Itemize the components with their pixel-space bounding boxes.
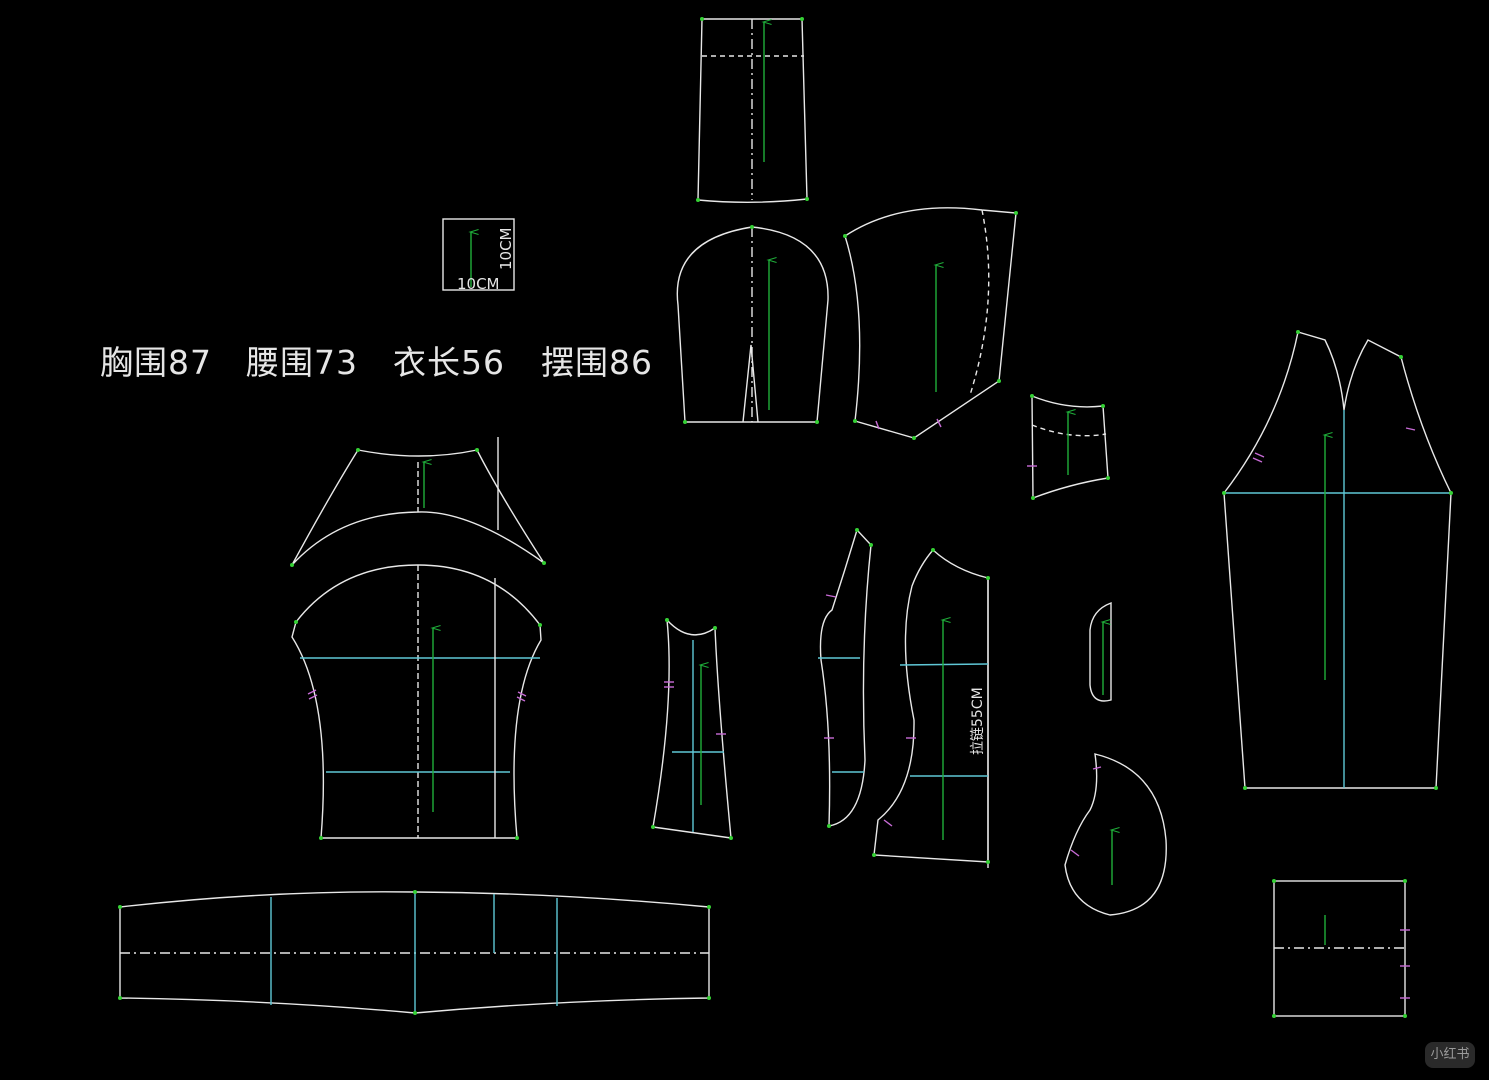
piece-waistband xyxy=(119,891,710,1014)
piece-sleeve-cuff xyxy=(697,18,808,203)
watermark-logo: 小红书 xyxy=(1425,1042,1475,1068)
measurement-hem: 摆围86 xyxy=(541,343,653,382)
piece-sleeve-long xyxy=(1223,331,1452,789)
piece-cuff-rect xyxy=(1273,880,1406,1017)
scale-width-label: 10CM xyxy=(457,275,500,293)
scale-box xyxy=(442,218,515,291)
piece-collar-stand xyxy=(1031,394,1109,500)
piece-yoke xyxy=(291,437,545,566)
piece-pocket-flap xyxy=(1089,601,1112,702)
measurement-waist: 腰围73 xyxy=(246,343,358,382)
piece-front-zipper xyxy=(873,548,989,868)
pattern-notches xyxy=(307,418,1416,999)
zipper-label: 拉链55CM xyxy=(970,687,986,755)
piece-back-body xyxy=(291,564,542,839)
measurement-length: 衣长56 xyxy=(393,343,505,382)
scale-height-label: 10CM xyxy=(497,227,515,270)
piece-pocket-bag xyxy=(1064,753,1167,916)
measurement-bust: 胸围87 xyxy=(100,343,212,382)
piece-front-center xyxy=(676,226,829,423)
pattern-points xyxy=(118,17,1453,1018)
piece-front-side xyxy=(844,207,1017,439)
piece-side-front-curve xyxy=(818,528,872,827)
piece-side-panel xyxy=(652,617,732,839)
